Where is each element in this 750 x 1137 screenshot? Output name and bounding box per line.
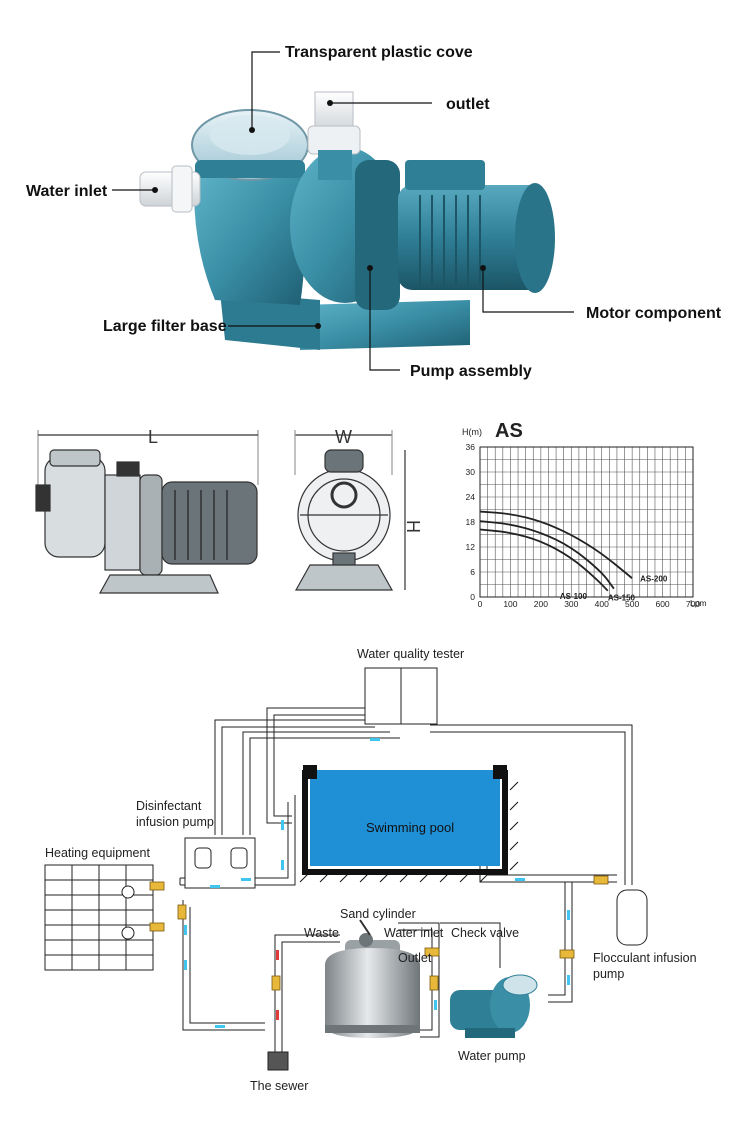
callout-motor: Motor component <box>586 305 722 322</box>
pipe-network <box>179 707 633 1052</box>
pump-photo: Transparent plastic cove outlet Water in… <box>26 44 722 380</box>
strainer-housing <box>194 170 305 305</box>
label-flocculant-2: pump <box>593 967 624 981</box>
chart-title: AS <box>495 420 523 442</box>
y-tick-label: 12 <box>466 542 476 552</box>
series-line-as-200 <box>479 510 633 579</box>
y-tick-label: 0 <box>470 592 475 602</box>
y-tick-label: 6 <box>470 567 475 577</box>
valves <box>149 875 609 991</box>
x-tick-label: 100 <box>503 599 517 609</box>
callout-pump: Pump assembly <box>410 363 532 380</box>
label-water-pump: Water pump <box>458 1049 526 1063</box>
flocculant-pump <box>616 889 648 946</box>
dimension-drawings: L W H H(m) AS 0 100 200 300 400 500 600 700 0 6 12… <box>35 420 707 609</box>
y-tick-label: 30 <box>466 467 476 477</box>
pump-base <box>300 300 470 350</box>
x-tick-label: 700 <box>686 599 700 609</box>
filter-base <box>220 292 320 350</box>
label-pool: Swimming pool <box>366 820 454 835</box>
motor-body <box>398 185 548 290</box>
label-sand: Sand cylinder <box>340 907 416 921</box>
callout-cover: Transparent plastic cove <box>285 44 473 61</box>
label-water-inlet: Water inlet <box>384 926 444 940</box>
series-label-as-150: AS-150 <box>608 594 636 603</box>
series-line-as-150 <box>479 520 615 590</box>
y-tick-label: 36 <box>466 442 476 452</box>
performance-chart: H(m) AS 0 100 200 300 400 500 600 700 0 6 12 18 24 30… <box>462 420 707 609</box>
sewer <box>267 1051 289 1071</box>
x-tick-label: 0 <box>478 599 483 609</box>
chart-grid <box>479 446 694 598</box>
series-label-as-100: AS-100 <box>560 592 588 601</box>
swimming-pool <box>299 765 519 883</box>
x-tick-label: 400 <box>595 599 609 609</box>
return-arrows <box>276 950 279 1020</box>
chart-ylabel: H(m) <box>462 427 482 437</box>
series-line-as-100 <box>479 528 609 592</box>
label-sewer: The sewer <box>250 1079 308 1093</box>
pool-system-diagram: Water quality tester Swimming pool Disin… <box>44 647 697 1093</box>
callout-outlet: outlet <box>446 96 490 113</box>
label-tester: Water quality tester <box>357 647 464 661</box>
pump-photo-section: Transparent plastic cove outlet Water in… <box>0 0 750 395</box>
side-view-drawing <box>35 430 259 594</box>
label-disinfectant-2: infusion pump <box>136 815 214 829</box>
heating-equipment <box>44 864 154 971</box>
label-check-valve: Check valve <box>451 926 519 940</box>
label-waste: Waste <box>304 926 339 940</box>
label-disinfectant-1: Disinfectant <box>136 799 202 813</box>
outlet-pipe <box>314 91 354 133</box>
label-flocculant-1: Flocculant infusion <box>593 951 697 965</box>
width-label: W <box>335 427 352 447</box>
label-outlet: Outlet <box>398 951 432 965</box>
y-tick-label: 24 <box>466 492 476 502</box>
sand-cylinder <box>325 919 420 1038</box>
chart-xlabel: Lpm <box>690 598 707 608</box>
x-tick-label: 600 <box>655 599 669 609</box>
water-pump <box>450 974 538 1038</box>
x-tick-label: 500 <box>625 599 639 609</box>
y-tick-label: 18 <box>466 517 476 527</box>
callout-base: Large filter base <box>103 318 227 335</box>
pool-system-section: Water quality tester Swimming pool Disin… <box>0 620 750 1132</box>
dimensions-section: L W H H(m) AS 0 100 200 300 400 500 600 700 0 6 12… <box>0 395 750 620</box>
label-heating: Heating equipment <box>45 846 150 860</box>
flow-arrows <box>184 738 570 1028</box>
length-label: L <box>148 427 158 447</box>
front-view-drawing <box>294 430 406 591</box>
chart-ticks: 0 100 200 300 400 500 600 700 0 6 12 18 24 30 36 <box>466 442 701 609</box>
x-tick-label: 300 <box>564 599 578 609</box>
series-label-as-200: AS-200 <box>640 574 668 583</box>
x-tick-label: 200 <box>534 599 548 609</box>
height-label: H <box>403 520 423 533</box>
callout-inlet: Water inlet <box>26 183 108 200</box>
